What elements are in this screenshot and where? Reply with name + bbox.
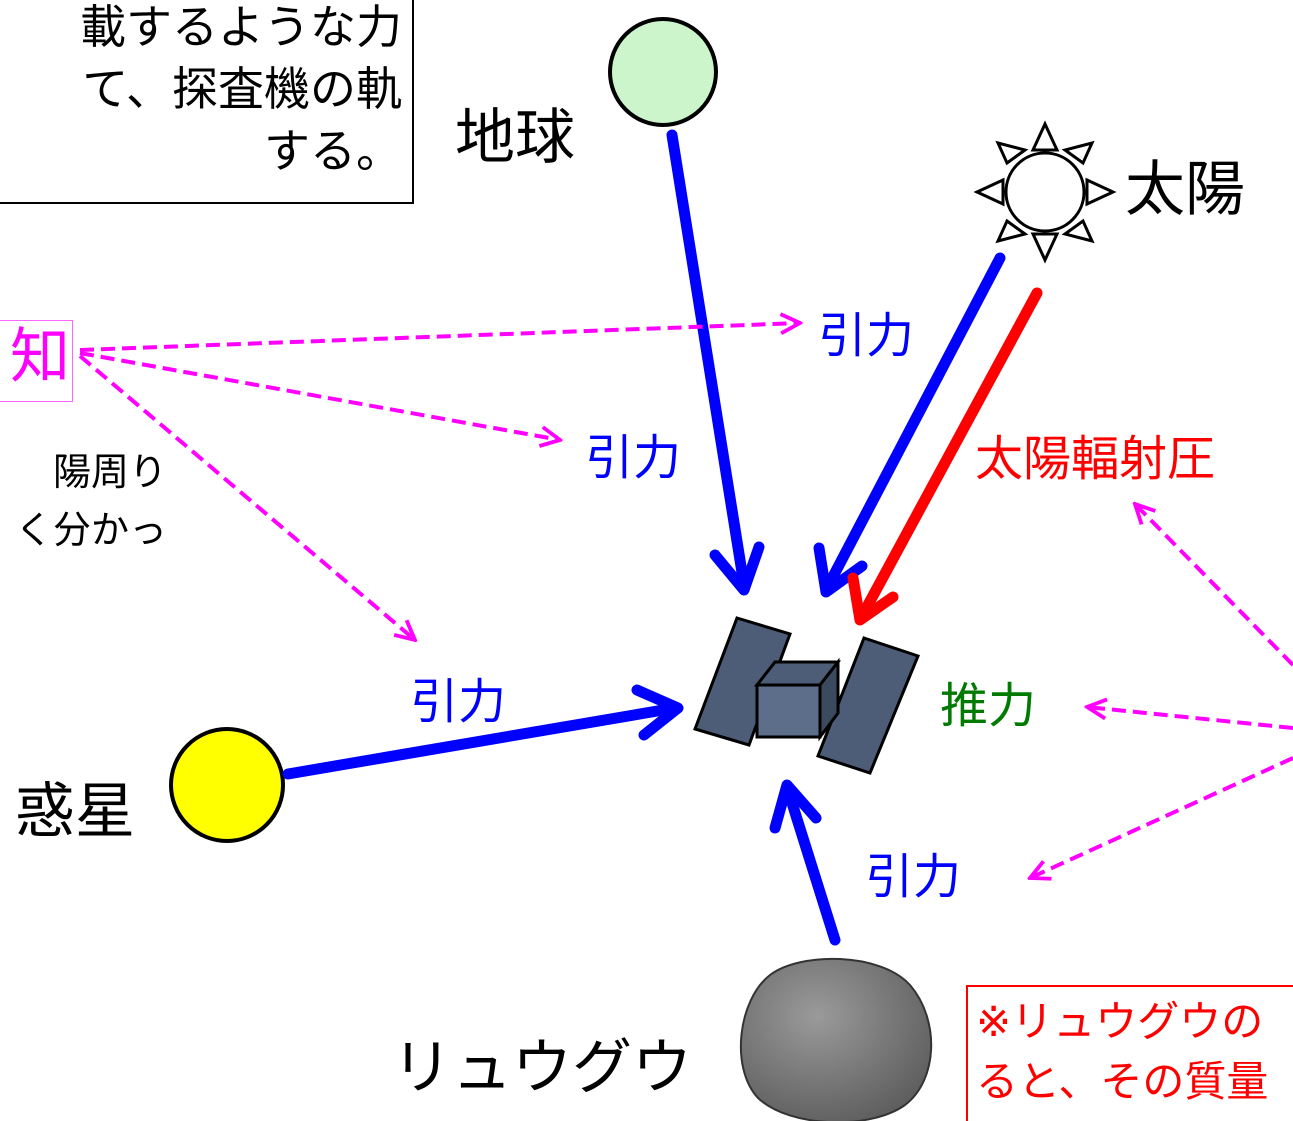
gravity-label-earth: 引力 <box>585 430 682 486</box>
pointer-arrows <box>78 323 1293 878</box>
earth-label: 地球 <box>455 103 575 173</box>
explanation-note: 載するような力 て、探査機の軌 する。 <box>0 0 414 204</box>
gravity-label-sun: 引力 <box>818 308 915 364</box>
ryugu-note-line-1: ※リュウグウの <box>976 997 1264 1046</box>
ryugu-label: リュウグウ <box>392 1033 692 1103</box>
solar-pressure-label: 太陽輻射圧 <box>975 431 1216 487</box>
earth-gravity-arrow <box>666 129 750 591</box>
side-note-line-2: く分かっ <box>14 508 167 552</box>
sun-icon <box>973 120 1117 264</box>
note-line-3: する。 <box>264 124 402 178</box>
gravity-arrows <box>282 129 1006 946</box>
pointer-to-sun-gravity <box>79 323 800 352</box>
sun-gravity-arrow <box>820 252 1006 596</box>
ryugu-asteroid <box>739 957 933 1121</box>
ryugu-gravity-arrow <box>781 781 841 946</box>
sun-label: 太陽 <box>1125 155 1245 225</box>
ryugu-note-line-2: ると、その質量 <box>976 1057 1269 1106</box>
side-note-line-1: 陽周り <box>52 450 167 494</box>
planet-label: 惑星 <box>15 777 135 847</box>
planet-circle <box>169 727 285 843</box>
radiation-arrow <box>847 287 1043 626</box>
unknown-label-box: 知 <box>0 320 73 402</box>
earth-circle <box>608 17 718 127</box>
gravity-label-ryugu: 引力 <box>865 849 962 905</box>
note-line-2: て、探査機の軌 <box>82 62 402 116</box>
unknown-label: 知 <box>10 322 70 392</box>
thrust-label: 推力 <box>940 678 1037 734</box>
planet-gravity-arrow <box>282 702 681 780</box>
pointer-to-ryugu-gravity <box>1030 756 1293 878</box>
pointer-to-planet-gravity <box>78 354 415 640</box>
note-line-1: 載するような力 <box>80 0 402 54</box>
pointer-to-radiation <box>1135 504 1293 667</box>
ryugu-mass-note: ※リュウグウの ると、その質量 <box>966 985 1293 1121</box>
pointer-to-thrust <box>1087 707 1293 730</box>
gravity-label-planet: 引力 <box>410 674 507 730</box>
pointer-to-earth-gravity <box>79 351 560 440</box>
spacecraft-icon <box>693 616 920 775</box>
